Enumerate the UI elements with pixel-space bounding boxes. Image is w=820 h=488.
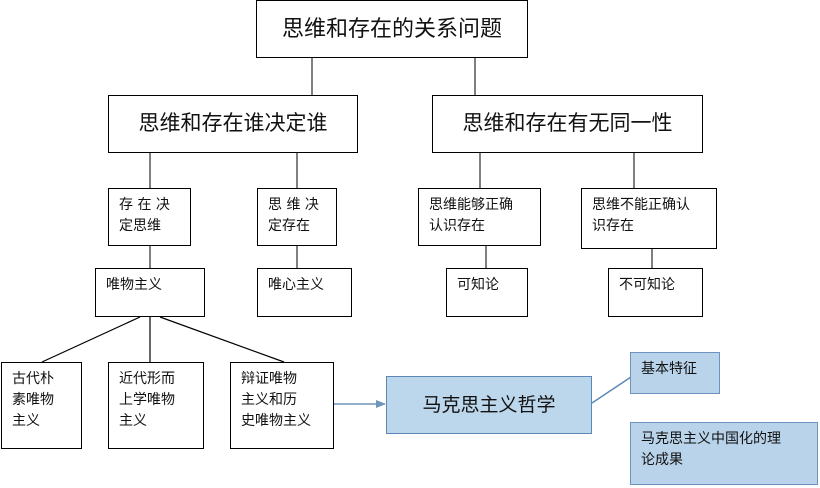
ancient-materialism-node: 古代朴 素唯物 主义 [1, 362, 82, 449]
who-decides-node: 思维和存在谁决定谁 [108, 95, 358, 153]
marxism-node: 马克思主义哲学 [386, 376, 592, 434]
dialectical-materialism-node: 辩证唯物 主义和历 史唯物主义 [230, 362, 334, 449]
identity-node: 思维和存在有无同一性 [432, 95, 703, 153]
connector-materialism-to-dialectical [159, 316, 285, 363]
modern-materialism-node: 近代形而 上学唯物 主义 [108, 362, 204, 449]
existence-decides-node: 存 在 决 定思维 [108, 188, 191, 246]
thinking-decides-node: 思 维 决 定存在 [257, 188, 337, 246]
knowable-node: 可知论 [446, 268, 528, 317]
features-node: 基本特征 [630, 352, 720, 394]
unknowable-node: 不可知论 [608, 268, 703, 317]
connector-materialism-to-ancient [41, 316, 141, 363]
root-node: 思维和存在的关系问题 [256, 0, 528, 58]
connector-marxism-to-features [591, 376, 632, 404]
cannot-know-node: 思维不能正确认 识存在 [581, 188, 717, 249]
sinicized-node: 马克思主义中国化的理 论成果 [630, 422, 818, 485]
can-know-node: 思维能够正确 认识存在 [418, 188, 541, 246]
materialism-node: 唯物主义 [95, 268, 205, 317]
idealism-node: 唯心主义 [257, 268, 352, 317]
